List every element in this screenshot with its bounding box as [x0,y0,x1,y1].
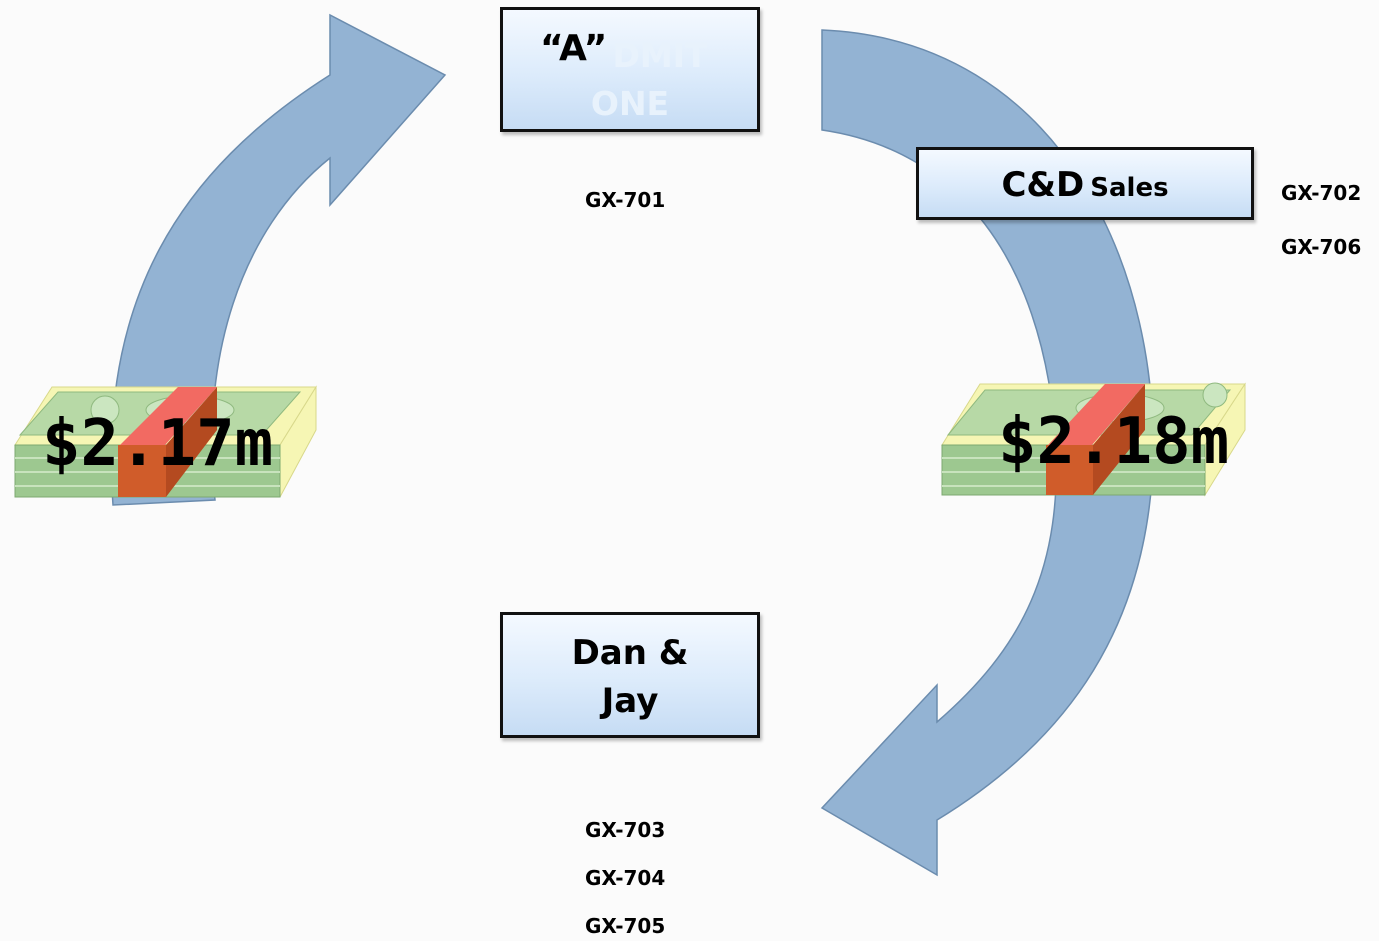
admit-box-quote-label: “A” [540,28,608,69]
money-stack-left-icon [14,385,317,498]
amount-right: $2.18m [998,405,1230,479]
amount-left: $2.17m [42,407,274,481]
ghost-line-1: DMIT [612,36,708,75]
cd-sales-sub-label: Sales [1090,173,1169,203]
left-curved-arrow [110,13,447,506]
ghost-line-2: ONE [590,84,670,123]
dan-jay-box: Dan & Jay [500,612,760,738]
cd-sales-main-label: C&D [1001,165,1085,205]
money-stack-right-icon [941,382,1246,497]
admit-one-box: DMIT ONE “A” [500,7,760,132]
dan-jay-line-1: Dan & [571,633,689,673]
ref-label-dj-1: GX-703 [585,818,666,842]
right-curved-arrow [820,29,1154,877]
ref-label-cd-1: GX-702 [1281,181,1362,205]
ref-label-cd-2: GX-706 [1281,235,1362,259]
ref-label-dj-3: GX-705 [585,914,666,938]
ref-label-dj-2: GX-704 [585,866,666,890]
dan-jay-line-2: Jay [601,681,659,721]
admit-one-ghost-text: DMIT ONE [503,32,757,128]
ref-label-admit-1: GX-701 [585,188,666,212]
